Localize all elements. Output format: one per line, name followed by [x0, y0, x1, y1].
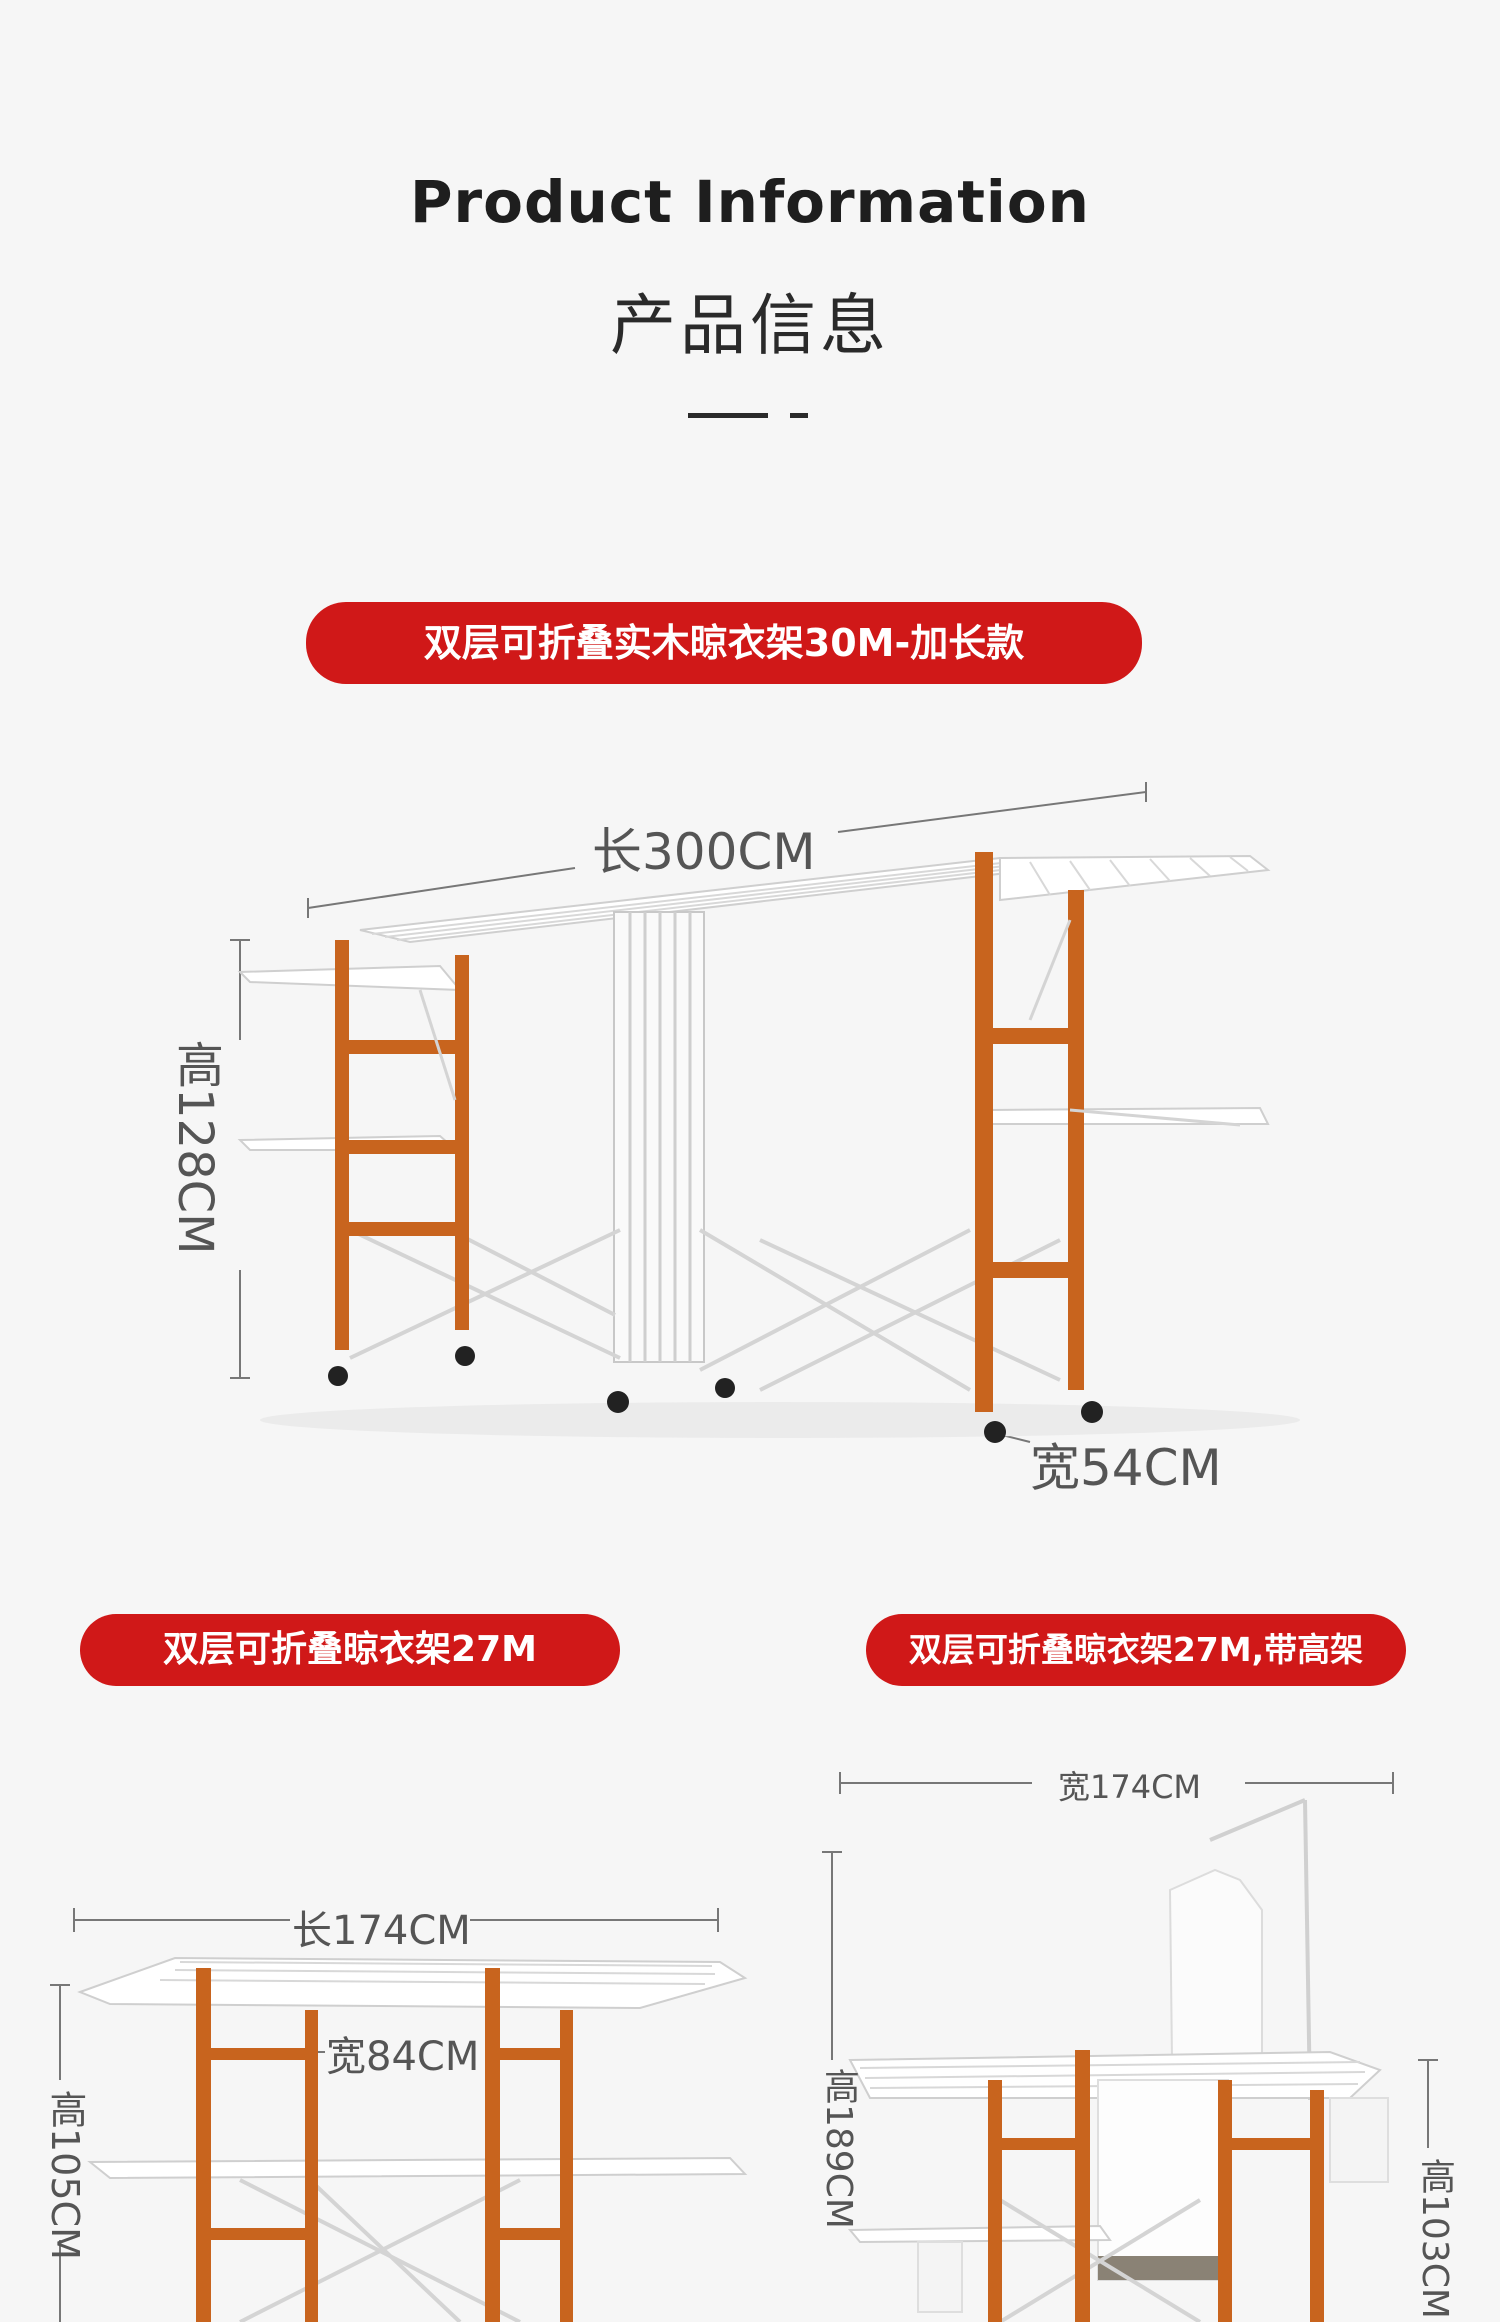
right-rack-illustration	[822, 1772, 1438, 2322]
product-banner-right: 双层可折叠晾衣架27M,带高架	[866, 1614, 1406, 1686]
main-height-label: 高128CM	[167, 1040, 223, 1255]
title-divider	[688, 413, 768, 418]
left-length-label: 长174CM	[292, 1908, 471, 1954]
main-rack-illustration	[230, 782, 1300, 1443]
main-length-label: 长300CM	[592, 823, 816, 881]
section-title-en: Product Information	[410, 168, 1090, 236]
right-height-low-label: 高103CM	[1414, 2158, 1455, 2319]
title-divider-dot	[790, 413, 808, 418]
main-width-label: 宽54CM	[1030, 1439, 1222, 1497]
section-title-cn: 产品信息	[610, 287, 890, 364]
product-banner-left: 双层可折叠晾衣架27M	[80, 1614, 620, 1686]
right-width-label: 宽174CM	[1058, 1768, 1202, 1806]
left-width-label: 宽84CM	[326, 2034, 480, 2080]
left-height-label: 高105CM	[43, 2090, 87, 2260]
left-rack-illustration	[50, 1908, 748, 2322]
right-height-high-label: 高189CM	[818, 2068, 859, 2229]
product-banner-main: 双层可折叠实木晾衣架30M-加长款	[306, 602, 1142, 684]
